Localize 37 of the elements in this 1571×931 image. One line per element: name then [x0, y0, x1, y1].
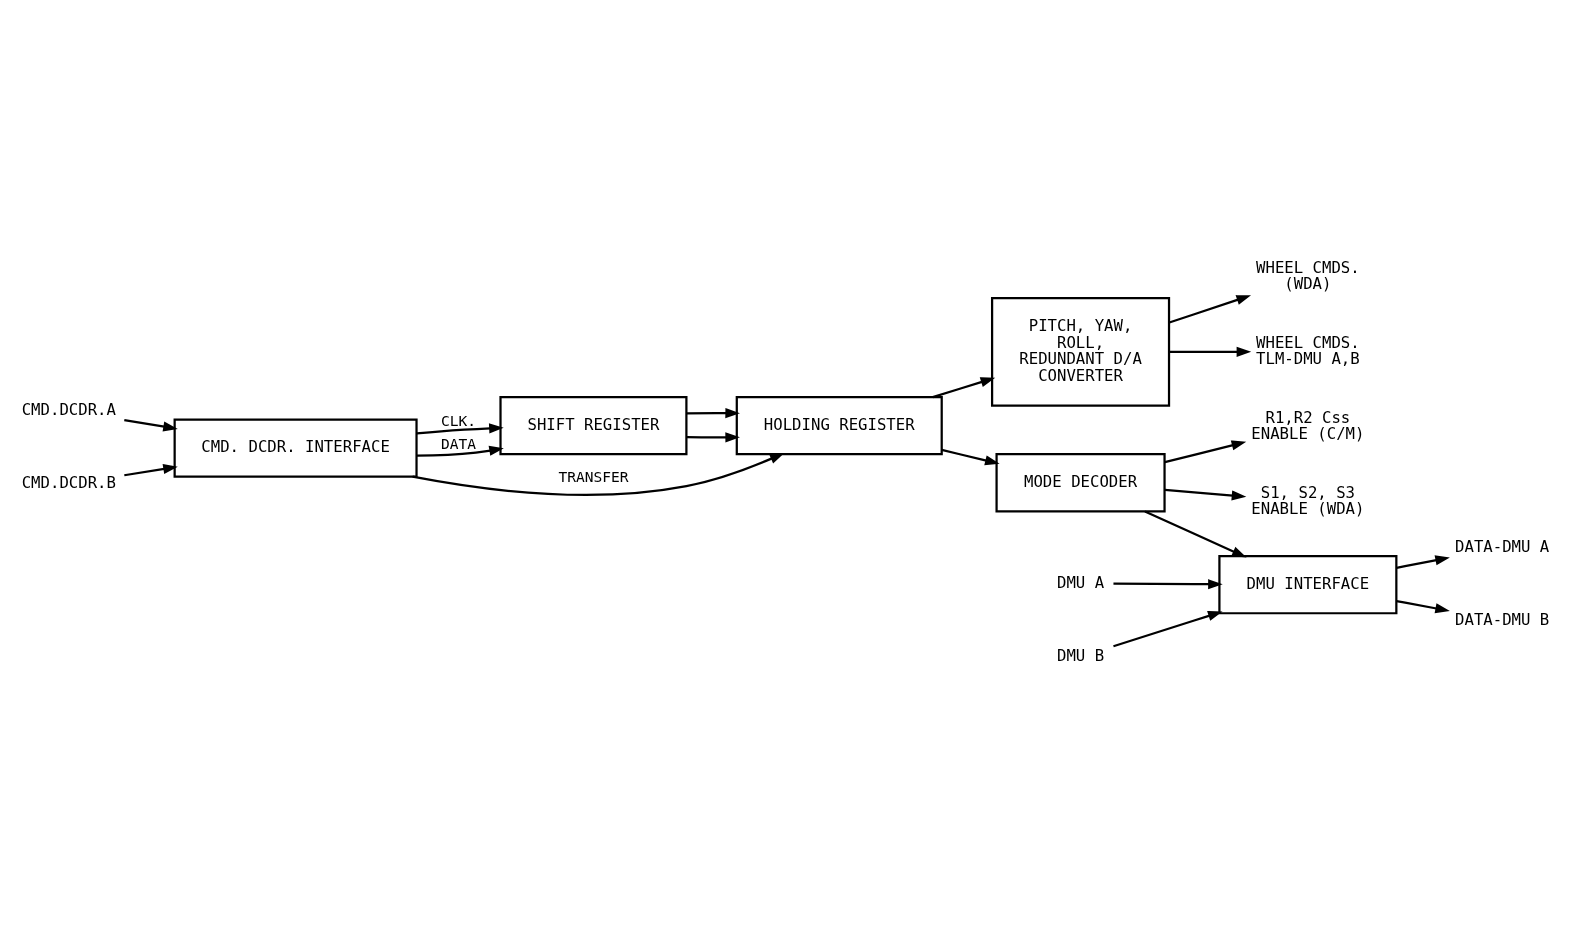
- node-box: SHIFT REGISTER: [499, 395, 688, 455]
- arrow: [416, 445, 504, 457]
- arrow: [1164, 439, 1247, 463]
- node-box: MODE DECODER: [995, 452, 1166, 512]
- arrow: [412, 452, 785, 496]
- arrow: [941, 448, 1000, 465]
- node-text: WHEEL CMDS. (WDA): [1256, 257, 1360, 293]
- arrow: [686, 431, 740, 443]
- node-text: CMD.DCDR.B: [21, 472, 116, 492]
- node-box: PITCH, YAW, ROLL, REDUNDANT D/A CONVERTER: [991, 296, 1171, 407]
- node-text: S1, S2, S3 ENABLE (WDA): [1251, 482, 1365, 518]
- edge-label: CLK.: [441, 411, 477, 429]
- arrow: [686, 407, 740, 418]
- arrow: [124, 463, 178, 476]
- node-text: DATA-DMU B: [1455, 609, 1550, 629]
- edge-label: TRANSFER: [558, 467, 629, 485]
- edge-label: DATA: [441, 434, 477, 452]
- arrow: [1169, 346, 1252, 357]
- arrow: [932, 376, 996, 398]
- node-text: DMU A: [1056, 572, 1105, 592]
- arrow: [1113, 610, 1223, 647]
- node-text: R1,R2 Css ENABLE (C/M): [1251, 407, 1365, 443]
- arrow: [1396, 554, 1450, 569]
- node-text: DMU B: [1056, 645, 1105, 665]
- node-box: HOLDING REGISTER: [735, 395, 943, 455]
- node-box: DMU INTERFACE: [1218, 554, 1398, 614]
- arrow: [1113, 578, 1223, 589]
- arrow: [1144, 509, 1247, 557]
- arrow: [1396, 599, 1450, 613]
- node-box: CMD. DCDR. INTERFACE: [173, 417, 418, 478]
- node-text: DATA-DMU A: [1455, 536, 1550, 556]
- arrow: [1164, 488, 1247, 501]
- node-text: CMD.DCDR.A: [21, 399, 116, 419]
- arrow: [1169, 294, 1252, 324]
- node-text: WHEEL CMDS. TLM-DMU A,B: [1256, 332, 1360, 368]
- arrow: [124, 418, 178, 432]
- arrow: [416, 422, 504, 434]
